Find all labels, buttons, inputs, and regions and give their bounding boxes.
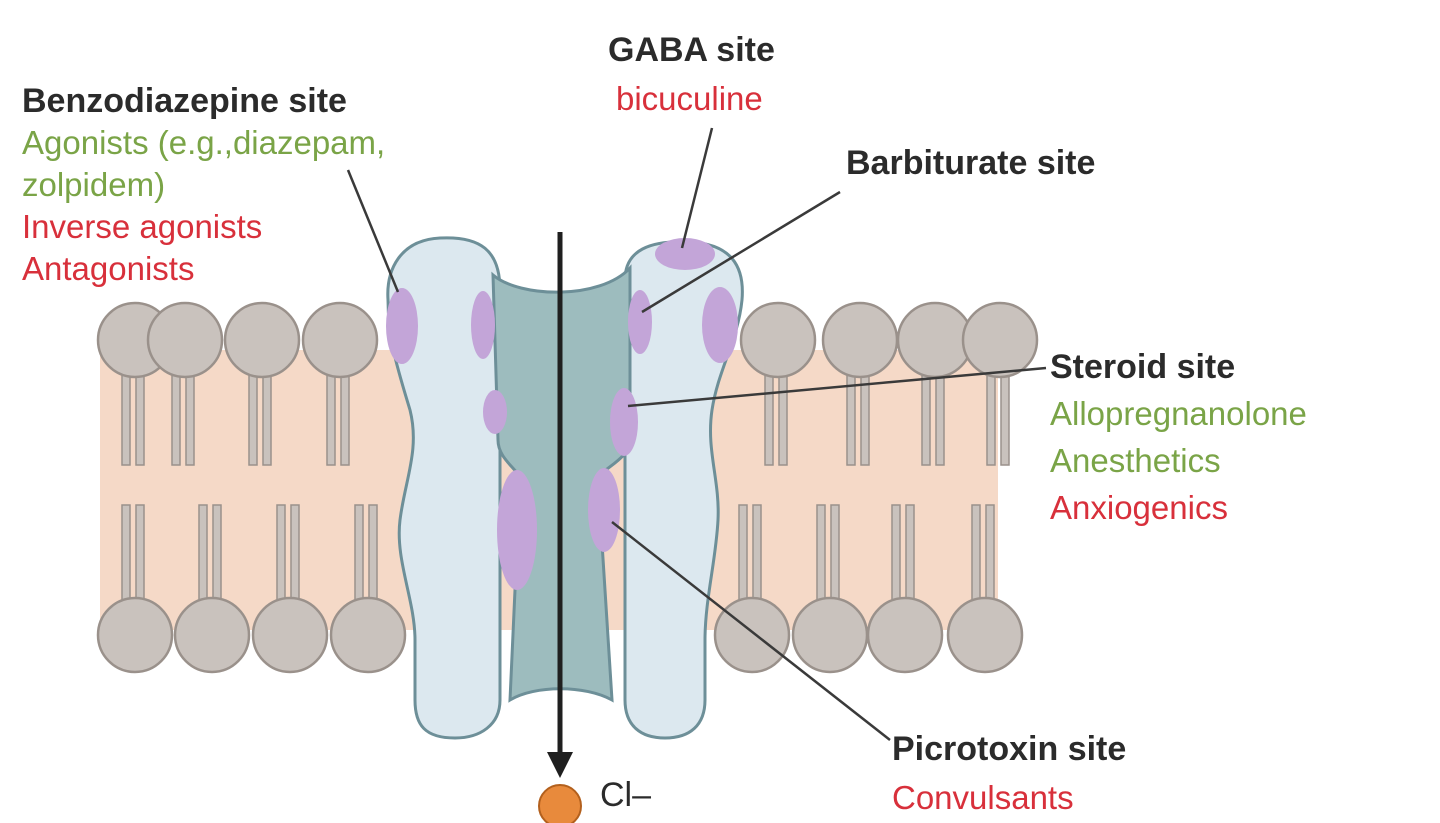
gaba-leader bbox=[680, 127, 714, 249]
left-mid-binding-site bbox=[483, 390, 507, 434]
steroid-site-title: Steroid site bbox=[1050, 348, 1236, 386]
upper-lipid-head-8 bbox=[961, 301, 1039, 379]
picrotoxin-binding-site bbox=[588, 468, 620, 552]
benzodiazepine-binding-site bbox=[386, 288, 418, 364]
steroid-anesthetics: Anesthetics bbox=[1050, 442, 1221, 479]
lower-lipid-head-8 bbox=[946, 596, 1024, 674]
picrotoxin-leader bbox=[611, 521, 891, 741]
leader-lines bbox=[346, 127, 1047, 741]
chloride-ion-label: Cl– bbox=[600, 776, 652, 814]
lower-lipid-head-5 bbox=[713, 596, 791, 674]
barbiturate-leader bbox=[641, 190, 841, 314]
left-lower-binding-site bbox=[497, 470, 537, 590]
right-outer-binding-site bbox=[702, 287, 738, 363]
upper-lipid-head-5 bbox=[739, 301, 817, 379]
picrotoxin-site-title: Picrotoxin site bbox=[892, 730, 1127, 768]
lipid-bilayer bbox=[96, 301, 1039, 674]
ion-flow-arrow-head bbox=[547, 752, 573, 778]
lower-lipid-head-3 bbox=[251, 596, 329, 674]
lower-lipid-head-4 bbox=[329, 596, 407, 674]
gaba-site-title: GABA site bbox=[608, 31, 775, 69]
binding-sites bbox=[386, 238, 738, 590]
upper-lipid-head-6 bbox=[821, 301, 899, 379]
barbiturate-binding-site bbox=[628, 290, 652, 354]
left-inner-binding-site bbox=[471, 291, 495, 359]
steroid-leader bbox=[627, 366, 1047, 408]
steroid-binding-site bbox=[610, 388, 638, 456]
upper-lipid-head-3 bbox=[223, 301, 301, 379]
steroid-allopregnanolone: Allopregnanolone bbox=[1050, 395, 1307, 432]
benzodiazepine-antagonists: Antagonists bbox=[22, 250, 195, 287]
upper-lipid-head-7 bbox=[896, 301, 974, 379]
benzodiazepine-agonists-line2: zolpidem) bbox=[22, 166, 166, 203]
benzodiazepine-agonists-line1: Agonists (e.g.,diazepam, bbox=[22, 124, 386, 161]
lower-lipid-head-2 bbox=[173, 596, 251, 674]
lower-lipid-head-7 bbox=[866, 596, 944, 674]
chloride-ion bbox=[538, 784, 582, 823]
channel-left-subunit bbox=[386, 236, 502, 740]
lower-lipid-head-1 bbox=[96, 596, 174, 674]
lower-lipid-head-6 bbox=[791, 596, 869, 674]
gaba-binding-site bbox=[655, 238, 715, 270]
benzodiazepine-site-title: Benzodiazepine site bbox=[22, 82, 347, 120]
upper-lipid-head-2 bbox=[146, 301, 224, 379]
picrotoxin-convulsants: Convulsants bbox=[892, 779, 1074, 816]
steroid-anxiogenics: Anxiogenics bbox=[1050, 489, 1228, 526]
benzodiazepine-inverse-agonists: Inverse agonists bbox=[22, 208, 263, 245]
benzodiazepine-leader bbox=[346, 169, 400, 293]
gaba-site-antagonist: bicuculine bbox=[616, 80, 763, 117]
barbiturate-site-title: Barbiturate site bbox=[846, 144, 1096, 182]
upper-lipid-head-4 bbox=[301, 301, 379, 379]
